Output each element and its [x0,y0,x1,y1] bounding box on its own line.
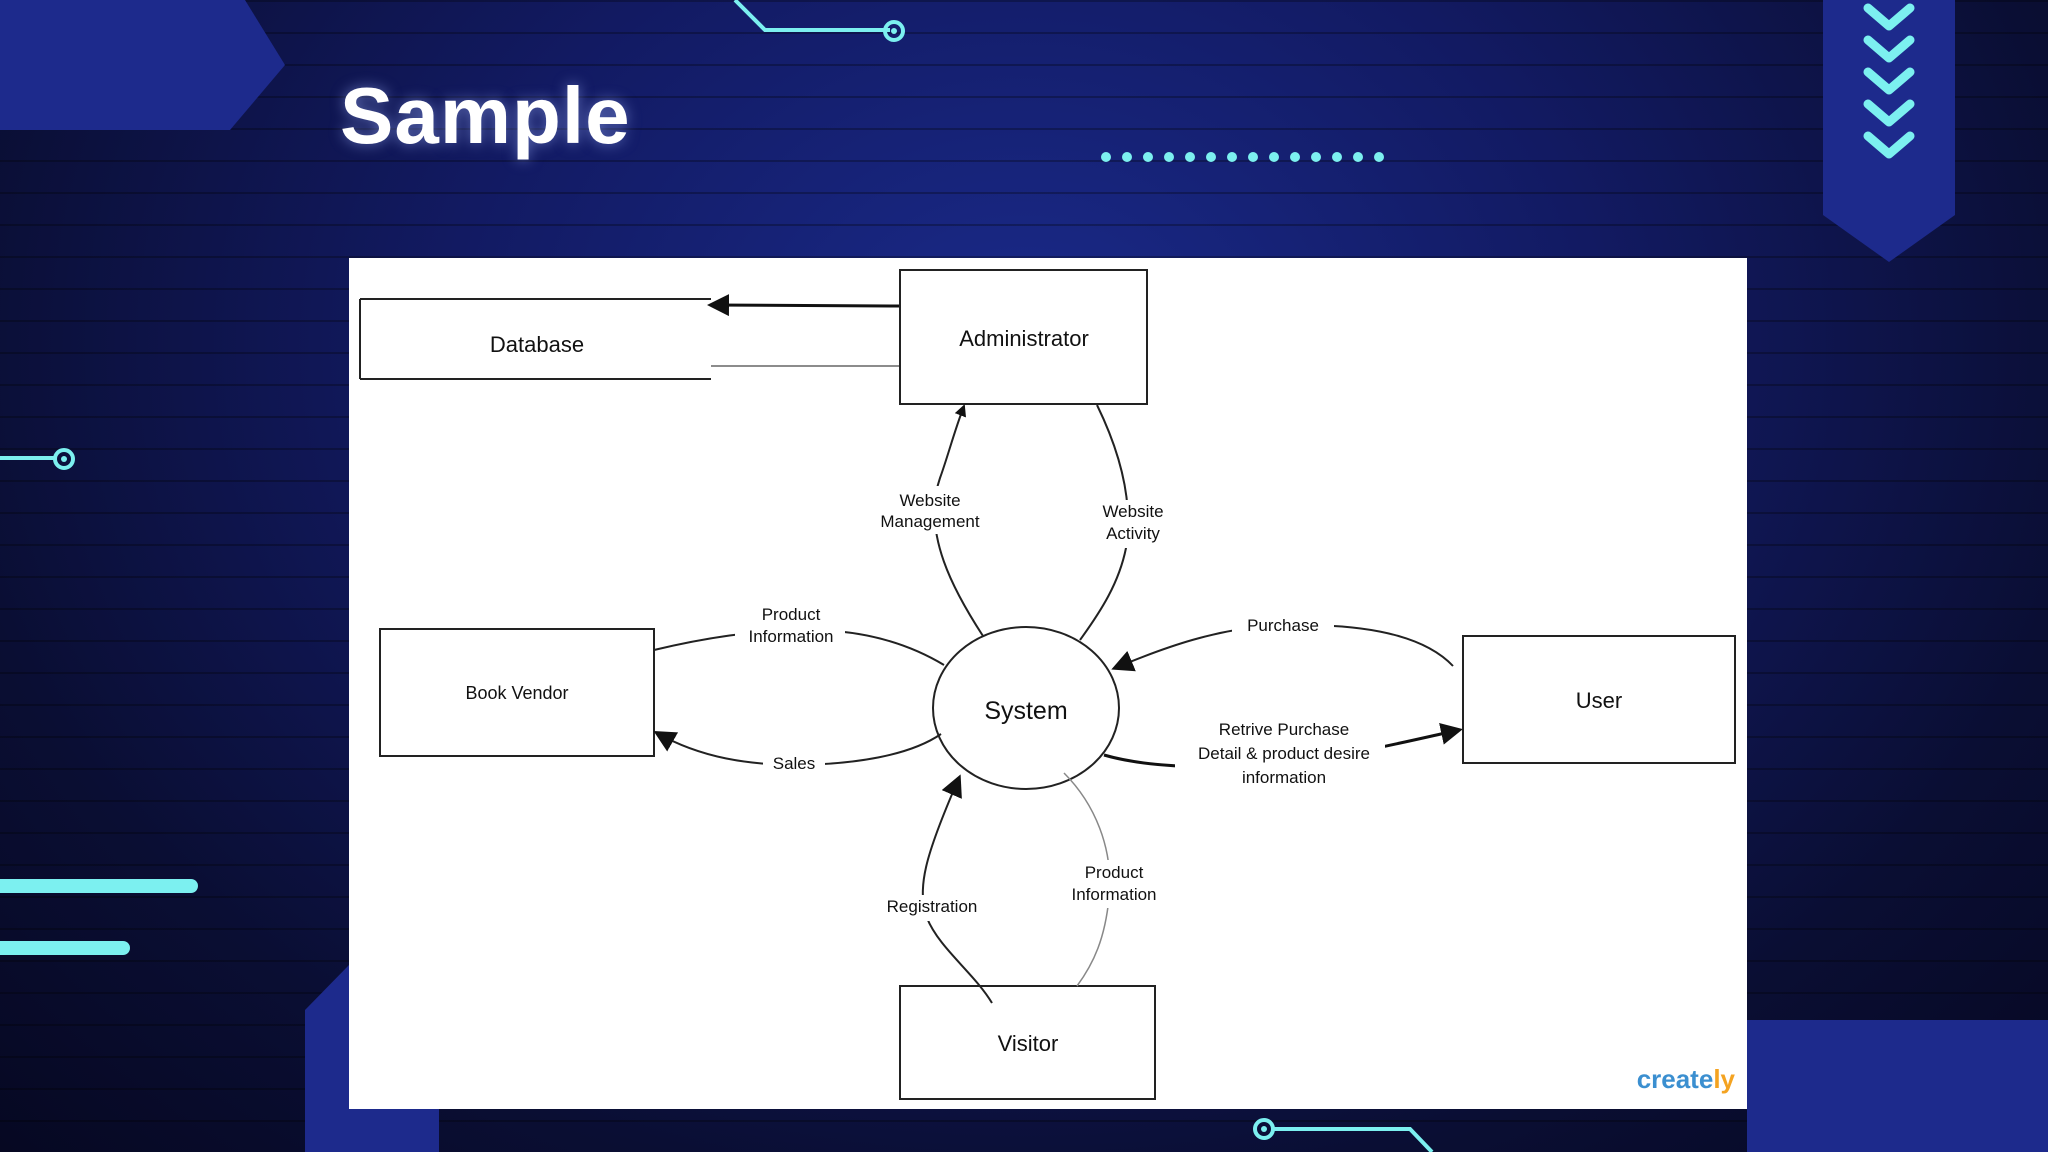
database-label: Database [490,332,584,357]
administrator-label: Administrator [959,326,1089,351]
user-box: User [1462,635,1736,764]
admin-to-database-arrow [707,294,901,317]
top-left-banner [0,0,285,130]
dotted-row [1101,152,1384,162]
website-activity-label-1: Website [1102,502,1163,521]
website-management-label-1: Website [899,491,960,510]
sales-label: Sales [773,754,816,773]
website-management-label-2: Management [880,512,980,531]
creately-logo: creately [1636,1064,1735,1094]
retrive-purchase-label-3: information [1242,768,1326,787]
top-circuit-node [883,20,905,42]
bottom-circuit-node [1253,1118,1275,1140]
book-vendor-box: Book Vendor [379,628,655,757]
administrator-box: Administrator [899,269,1148,405]
system-process: System [932,626,1120,790]
registration-flow [921,774,993,1004]
user-label: User [1576,688,1622,713]
retrive-purchase-label-1: Retrive Purchase [1219,720,1349,739]
database-store: Database [359,298,711,380]
product-info-vendor-label-2: Information [748,627,833,646]
purchase-label: Purchase [1247,616,1319,635]
product-info-visitor-label-2: Information [1071,885,1156,904]
book-vendor-label: Book Vendor [465,683,568,703]
diagram-panel: Database Administrator Book Vendor Syste… [349,258,1747,1109]
product-info-vendor-label-1: Product [762,605,821,624]
visitor-label: Visitor [998,1031,1059,1056]
bottom-left-shape [305,965,349,1152]
slide-title: Sample [340,71,631,160]
top-right-ribbon [1823,0,1955,262]
bottom-circuit-line [1274,1127,1434,1152]
website-activity-label-2: Activity [1106,524,1160,543]
data-flow-diagram: Database Administrator Book Vendor Syste… [359,269,1736,1100]
system-label: System [984,697,1067,725]
left-accent-bar [0,941,130,955]
visitor-box: Visitor [899,985,1156,1100]
left-circuit-node [53,448,75,470]
top-circuit-line [733,0,890,32]
registration-label: Registration [887,897,978,916]
left-accent-bar [0,879,198,893]
retrive-purchase-label-2: Detail & product desire [1198,744,1370,763]
product-info-visitor-label-1: Product [1085,863,1144,882]
chevron-down-icon [1863,3,1915,159]
